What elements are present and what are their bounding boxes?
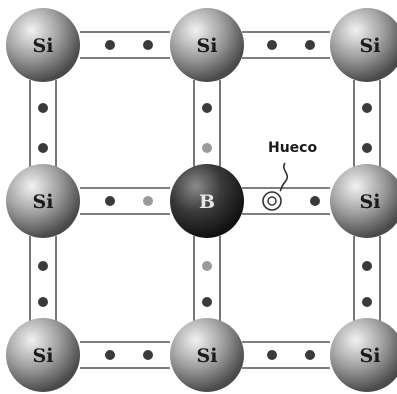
atom-label: Si [197,345,218,367]
atom-si-bottom-right: Si [330,318,397,392]
hole-marker [262,191,282,211]
electron [267,40,277,50]
bond-top-right [242,31,330,59]
electron [305,40,315,50]
vertical-bonds [29,80,381,322]
atom-label: B [199,191,215,213]
atom-label: Si [360,345,381,367]
bond-bottom-right [242,341,330,369]
bond-center-lower [193,236,221,322]
electron [362,143,372,153]
atom-label: Si [360,191,381,213]
atom-label: Si [33,191,54,213]
electron [202,297,212,307]
atom-si-bottom-left: Si [6,318,80,392]
electron [310,196,320,206]
atom-b-center: B [170,164,244,238]
atom-label: Si [197,35,218,57]
bond-right-upper [353,80,381,168]
electrons [38,40,372,360]
atom-si-top-right: Si [330,8,397,82]
bond-top-left [80,31,170,59]
bond-middle-right [242,187,330,215]
atoms: Si Si Si Si B Si Si Si [6,8,397,392]
horizontal-bonds [80,31,330,369]
electron [143,196,153,206]
electron [362,103,372,113]
atom-label: Si [360,35,381,57]
atom-si-top-center: Si [170,8,244,82]
atom-label: Si [33,35,54,57]
electron [105,350,115,360]
electron [38,103,48,113]
electron [202,143,212,153]
electron [143,40,153,50]
hole-label: Hueco [268,140,317,156]
atom-si-middle-right: Si [330,164,397,238]
electron [305,350,315,360]
atom-label: Si [33,345,54,367]
electron [267,350,277,360]
electron [105,40,115,50]
hole-pointer [279,162,289,192]
bond-middle-left [80,187,170,215]
electron [362,297,372,307]
bond-left-lower [29,236,57,322]
bond-bottom-left [80,341,170,369]
electron [105,196,115,206]
atom-si-top-left: Si [6,8,80,82]
electron [38,143,48,153]
atom-si-middle-left: Si [6,164,80,238]
electron [362,261,372,271]
electron [143,350,153,360]
electron [38,297,48,307]
bond-left-upper [29,80,57,168]
electron [202,103,212,113]
bond-center-upper [193,80,221,168]
atom-si-bottom-center: Si [170,318,244,392]
electron [38,261,48,271]
electron [202,261,212,271]
bond-right-lower [353,236,381,322]
